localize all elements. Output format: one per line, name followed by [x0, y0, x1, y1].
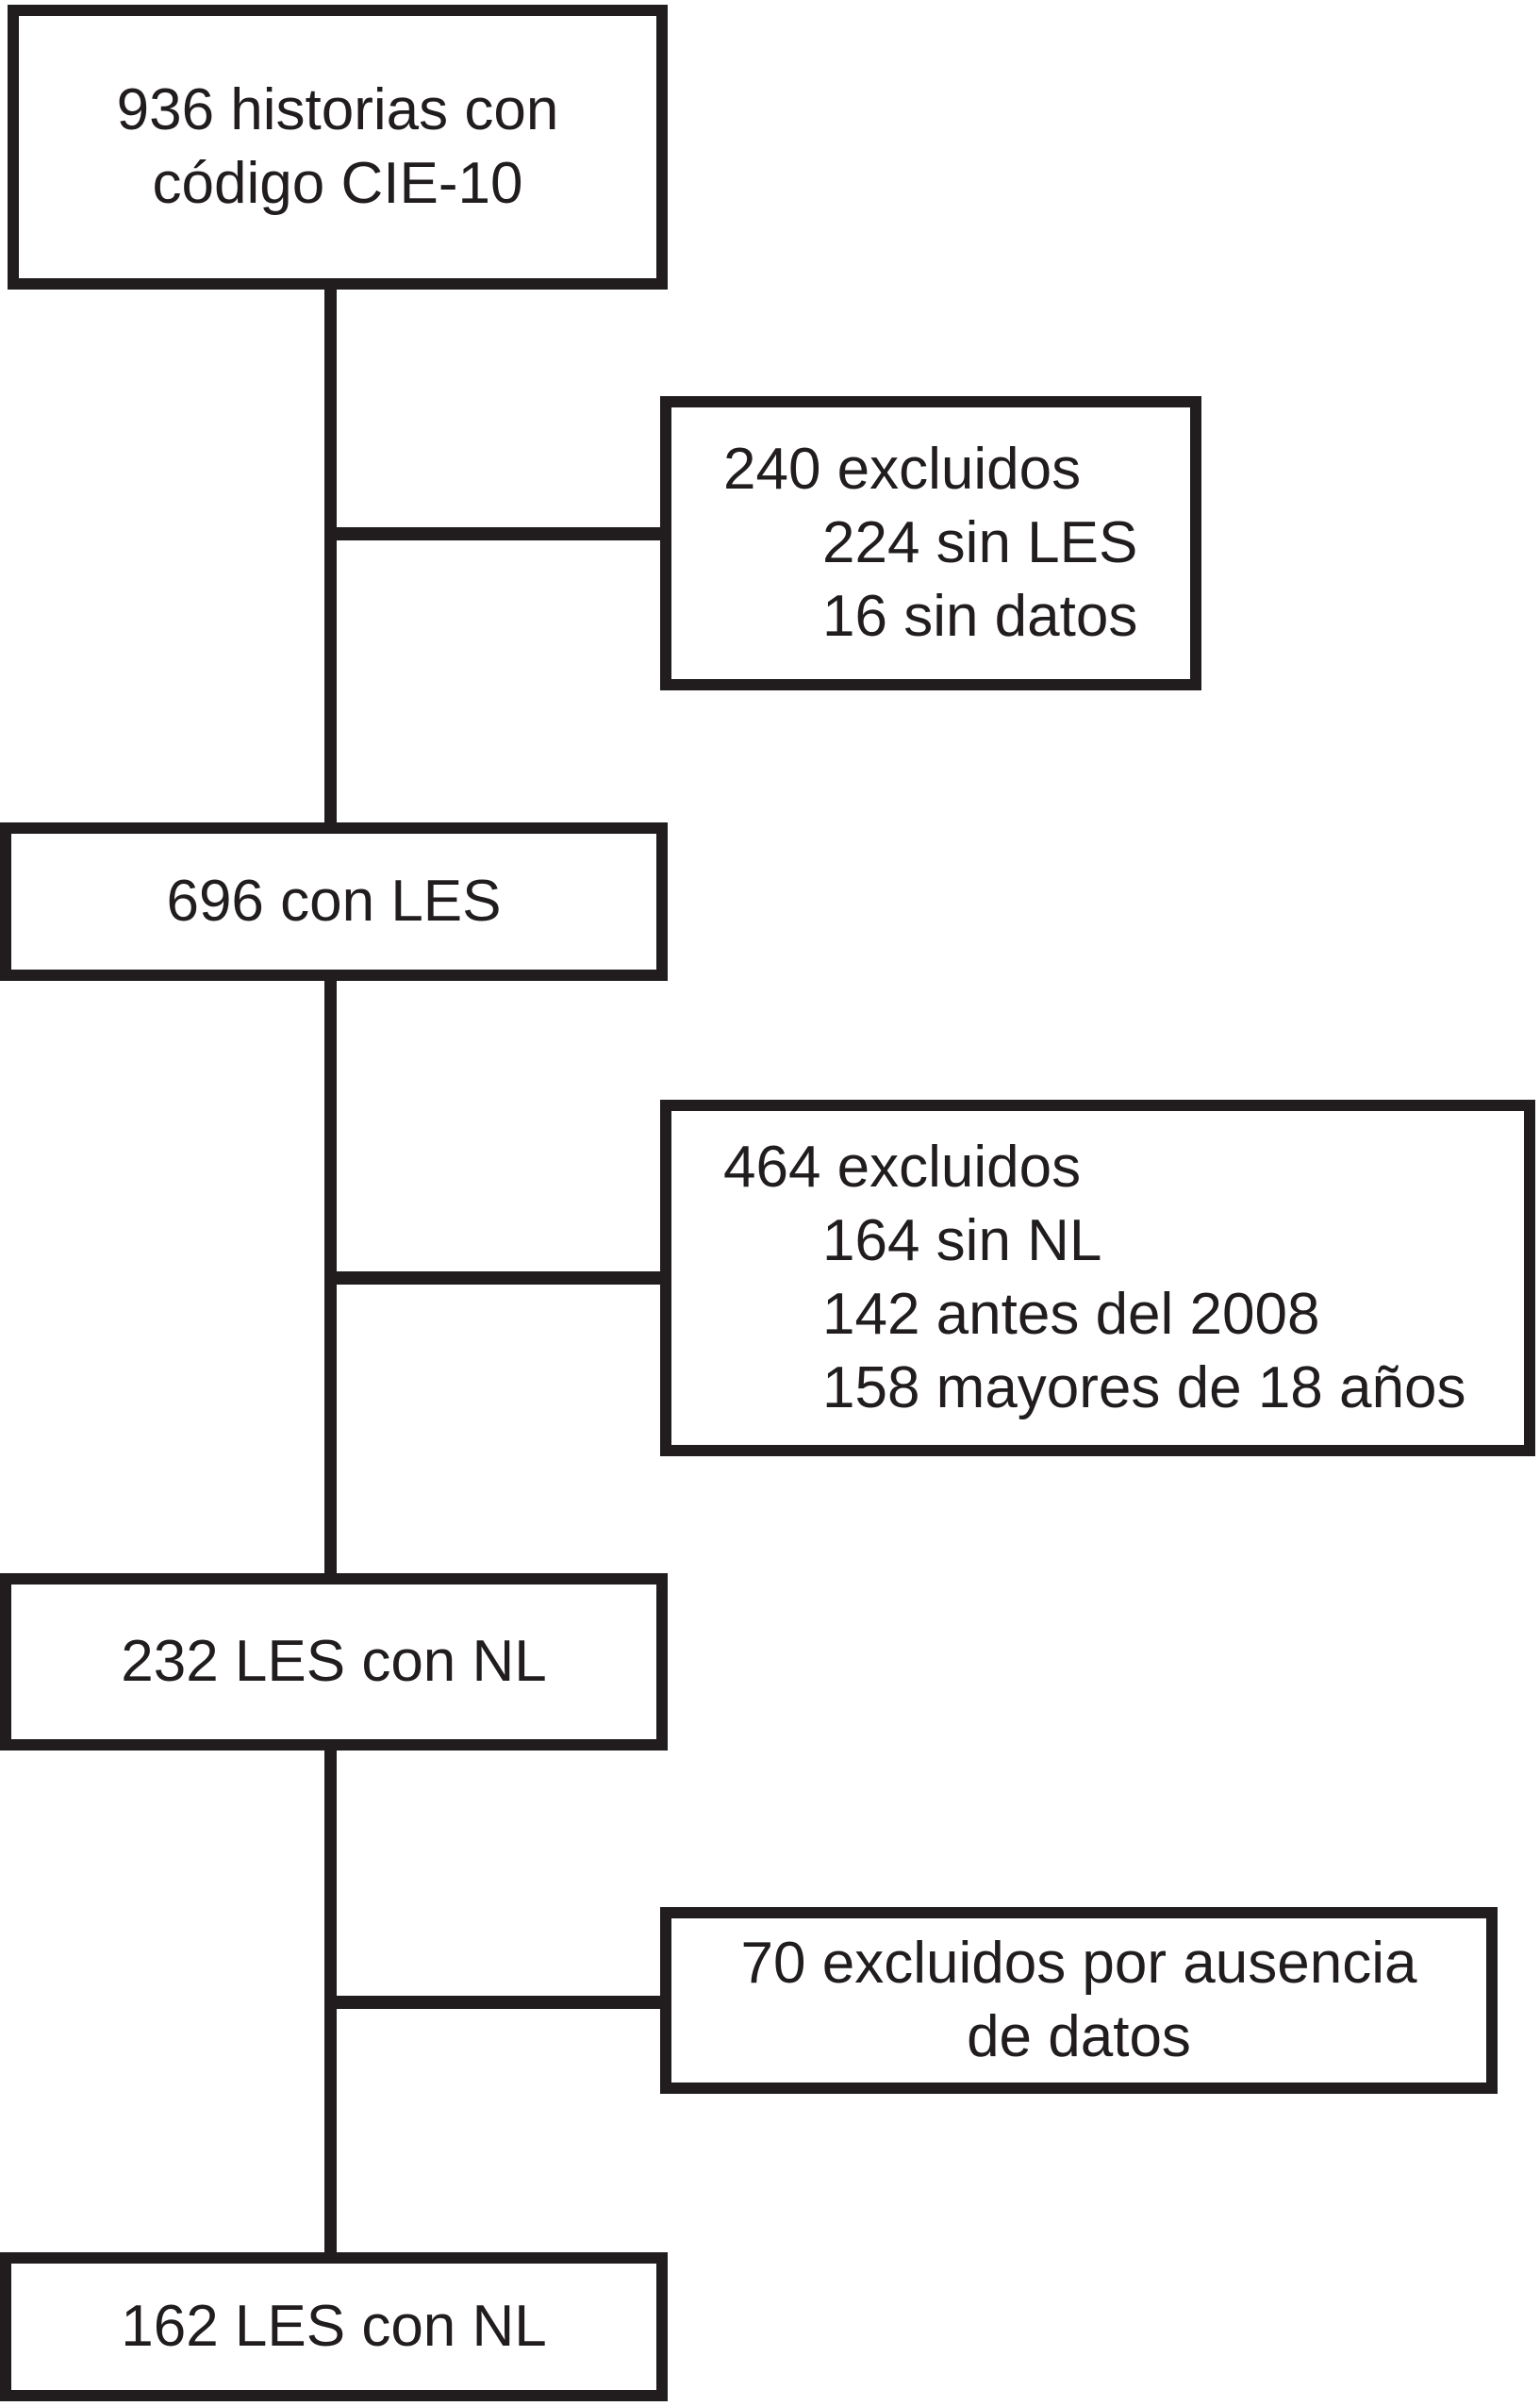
box-excluded-1: 240 excluidos 224 sin LES 16 sin datos: [660, 396, 1201, 690]
excluded-2-item: 142 antes del 2008: [822, 1282, 1320, 1347]
cohort-initial-line-2: código CIE-10: [152, 151, 523, 216]
cohort-les-label: 696 con LES: [166, 869, 502, 934]
excluded-2-title: 464 excluidos: [723, 1135, 1082, 1200]
box-cohort-final: 162 LES con NL: [0, 2252, 668, 2401]
excluded-3-line-1: 70 excluidos por ausencia: [740, 1931, 1417, 1996]
excluded-1-title: 240 excluidos: [723, 437, 1082, 502]
box-cohort-initial: 936 historias con código CIE-10: [8, 5, 668, 290]
excluded-2-item: 158 mayores de 18 años: [822, 1355, 1466, 1420]
box-excluded-2: 464 excluidos 164 sin NL 142 antes del 2…: [660, 1100, 1535, 1456]
box-cohort-les-nl: 232 LES con NL: [0, 1573, 668, 1751]
box-excluded-3: 70 excluidos por ausencia de datos: [660, 1907, 1498, 2094]
excluded-3-line-2: de datos: [967, 2004, 1191, 2069]
cohort-initial-line-1: 936 historias con: [116, 77, 559, 142]
cohort-les-nl-label: 232 LES con NL: [121, 1629, 547, 1694]
excluded-1-item: 224 sin LES: [822, 510, 1138, 575]
cohort-final-label: 162 LES con NL: [121, 2294, 547, 2359]
connector-branch-3: [330, 1996, 668, 2009]
excluded-1-item: 16 sin datos: [822, 584, 1138, 649]
excluded-2-item: 164 sin NL: [822, 1208, 1102, 1273]
connector-branch-2: [330, 1271, 668, 1285]
box-cohort-les: 696 con LES: [0, 822, 668, 981]
connector-branch-1: [330, 527, 668, 540]
connector-trunk-1: [324, 283, 337, 830]
